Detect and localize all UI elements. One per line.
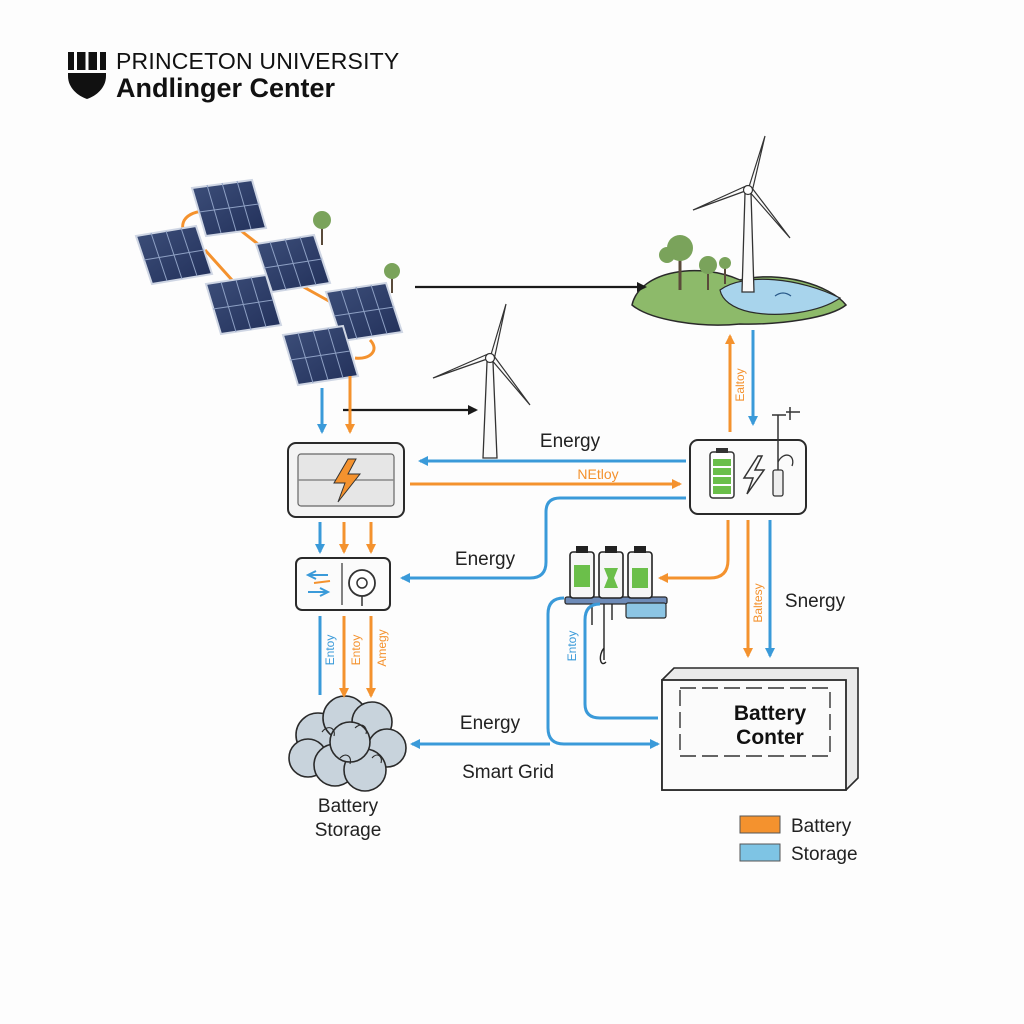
solar-panel [134,224,214,286]
solar-panel [281,324,360,387]
battery-center-box: Battery Conter [661,667,859,791]
solar-panel-array [134,178,404,387]
meter-dial-icon [348,569,376,606]
label-energy-bottom: Energy [460,713,521,734]
label-battery-storage-line2: Storage [315,820,382,841]
arrow-rack-to-center [546,596,660,749]
battery-rack [564,546,668,665]
charge-controller-box [689,407,807,515]
legend-label-storage: Storage [791,844,858,865]
legend-swatch-storage [739,843,781,862]
tree-icon [719,257,731,284]
label-energy-top: Energy [540,431,601,452]
battery-storage-cloud [288,695,407,792]
lightning-icon [333,458,362,503]
battery-center-label-line1: Battery [734,702,807,725]
lightning-icon [742,455,766,495]
tree-icon [313,211,331,245]
label-neltoy: NEtloy [577,466,618,482]
sensor-probe-icon [772,407,800,497]
university-name: PRINCETON UNIVERSITY [116,48,400,74]
label-vertical-entoy-mid: Entoy [349,635,363,666]
label-vertical-entoy-right: Entoy [565,631,579,662]
princeton-shield-logo [68,52,106,99]
battery-cell-icon [598,546,624,599]
tree-icon [659,235,693,290]
legend-swatch-battery [739,815,781,834]
label-vertical-entoy-left: Entoy [323,635,337,666]
tree-icon [699,256,717,290]
wind-turbine-icon [692,135,791,293]
battery-center-label-line2: Conter [736,726,804,749]
legend: Battery Storage [739,815,858,865]
label-energy-left: Energy [455,549,516,570]
inverter-box [287,442,405,518]
label-battery-storage-line1: Battery [318,796,379,817]
line-rack-to-center-inner [583,602,658,720]
battery-cell-icon [627,546,653,599]
converter-meter-box [295,557,391,611]
label-vertical-baltesy: Baltesy [751,583,765,622]
legend-label-battery: Battery [791,816,852,837]
label-smart-grid: Smart Grid [462,762,554,783]
wind-turbine-icon [432,303,531,459]
solar-panel [204,273,283,336]
arrow-controller-to-converter [400,496,686,583]
battery-cell-icon [569,546,595,599]
solar-panel [254,233,332,294]
solar-panel [324,281,404,343]
label-vertical-ealtoy: Ealtoy [733,368,747,401]
label-vertical-amegy: Amegy [375,629,389,666]
label-snergy: Snergy [785,591,846,612]
solar-panel [190,178,268,238]
tree-icon [384,263,400,293]
center-name: Andlinger Center [116,73,336,103]
wind-farm-landscape [631,135,848,326]
arrow-controller-to-battery-rack [658,520,730,583]
battery-level-icon [709,448,735,499]
